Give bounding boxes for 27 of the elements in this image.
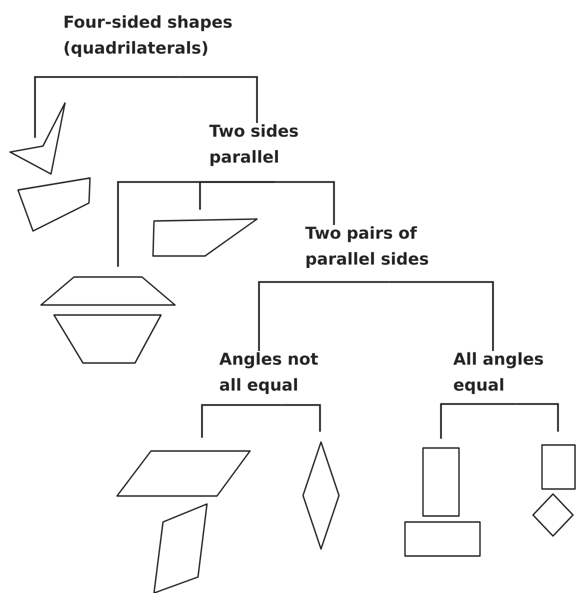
rectangle-drawing [422,447,460,517]
rhombus-drawing [532,493,574,537]
tree-connector [440,403,516,439]
quadrilateral-drawing [17,177,91,232]
tree-connector [282,404,321,432]
category-heading: Four-sided shapes (quadrilaterals) [64,15,232,58]
tree-connector [258,281,390,351]
tree-connector [179,76,258,123]
rectangle-drawing [404,521,481,557]
tree-connector [34,76,180,138]
quadrilateral-drawing [40,276,176,306]
tree-connector [201,404,282,438]
category-heading: All angles equal [453,352,544,394]
tree-connector [199,181,276,210]
tree-connector [516,403,559,432]
category-heading: Two pairs of parallel sides [305,226,428,268]
rectangle-drawing [541,444,576,490]
quadrilateral-drawing [153,503,208,593]
rhombus-drawing [302,441,340,550]
tree-connector [275,181,335,225]
quadrilateral-drawing [152,218,258,257]
tree-connector [389,281,494,351]
category-heading: Two sides parallel [209,124,298,166]
quadrilateral-drawing [9,102,66,175]
category-heading: Angles not all equal [219,352,318,394]
quadrilateral-drawing [53,314,162,364]
quadrilateral-drawing [116,450,251,497]
